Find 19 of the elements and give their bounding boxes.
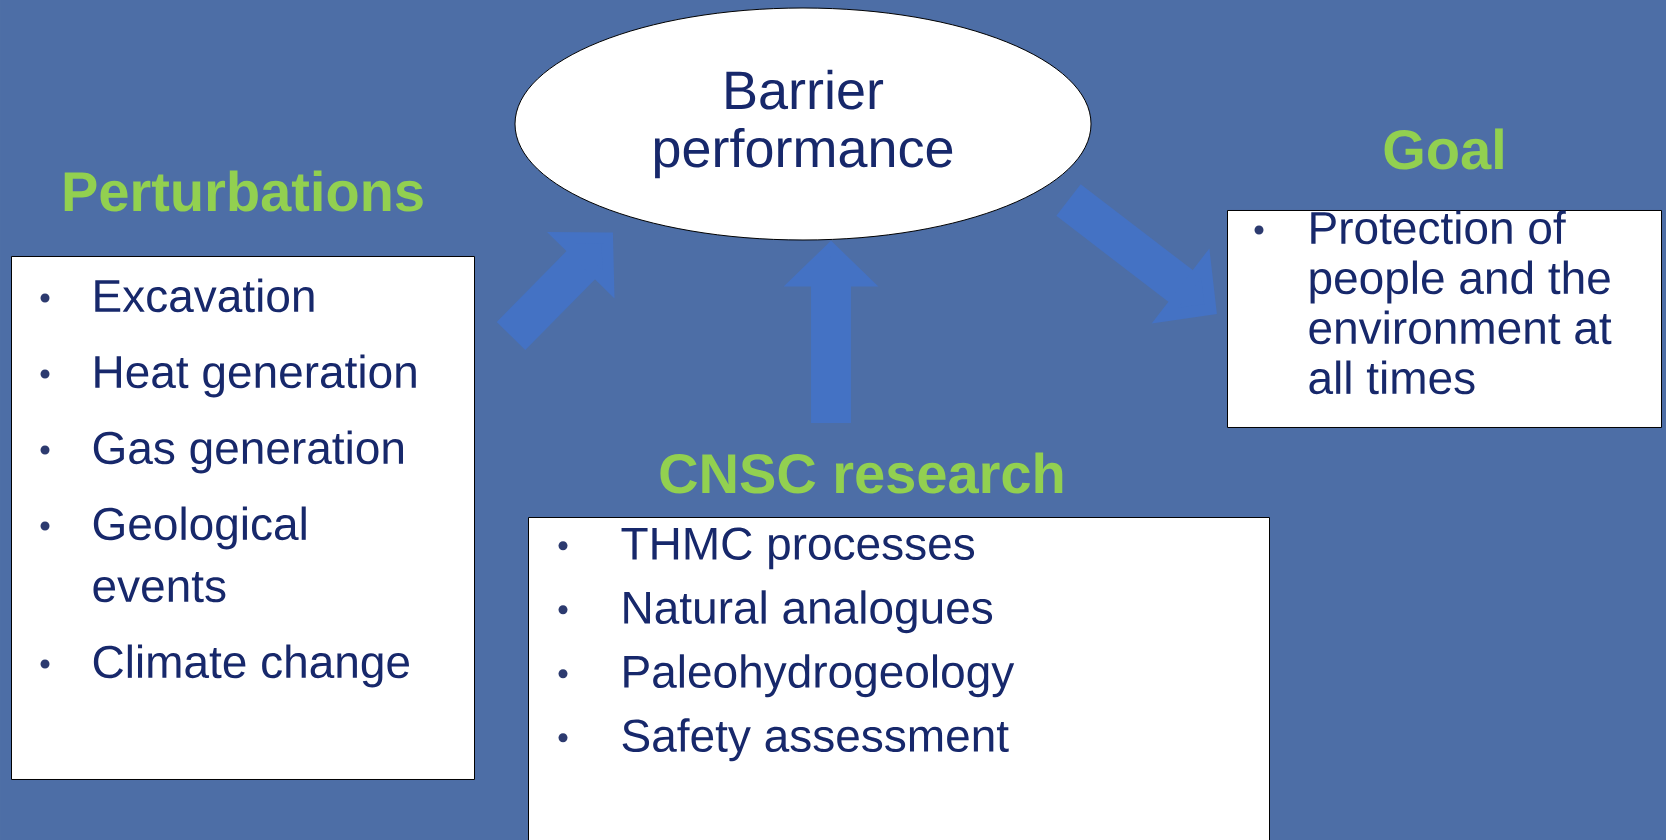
list-item: Safety assessment	[558, 718, 1009, 762]
list-box	[11, 170, 475, 780]
list-box	[528, 452, 1270, 840]
list-item: Paleohydrogeology	[558, 654, 1015, 698]
heading: Perturbations	[64, 170, 423, 212]
list-item: Protection of people and the environment at all times	[1254, 210, 1612, 395]
heading: CNSC research	[660, 452, 1063, 494]
list-item: Heat generation	[40, 354, 416, 398]
list-item: THMC processes	[558, 527, 975, 570]
list-item: Excavation	[40, 278, 314, 313]
ellipse	[514, 7, 1092, 241]
list-box	[1227, 128, 1662, 428]
list-item: Climate change	[40, 644, 409, 688]
list-item: Natural analogues	[558, 590, 993, 634]
heading: Goal	[1384, 128, 1503, 170]
block-arrow	[496, 231, 615, 350]
node-label: Barrier performance	[654, 69, 953, 179]
list-item: Geological events	[40, 506, 306, 603]
list-item: Gas generation	[40, 430, 403, 474]
